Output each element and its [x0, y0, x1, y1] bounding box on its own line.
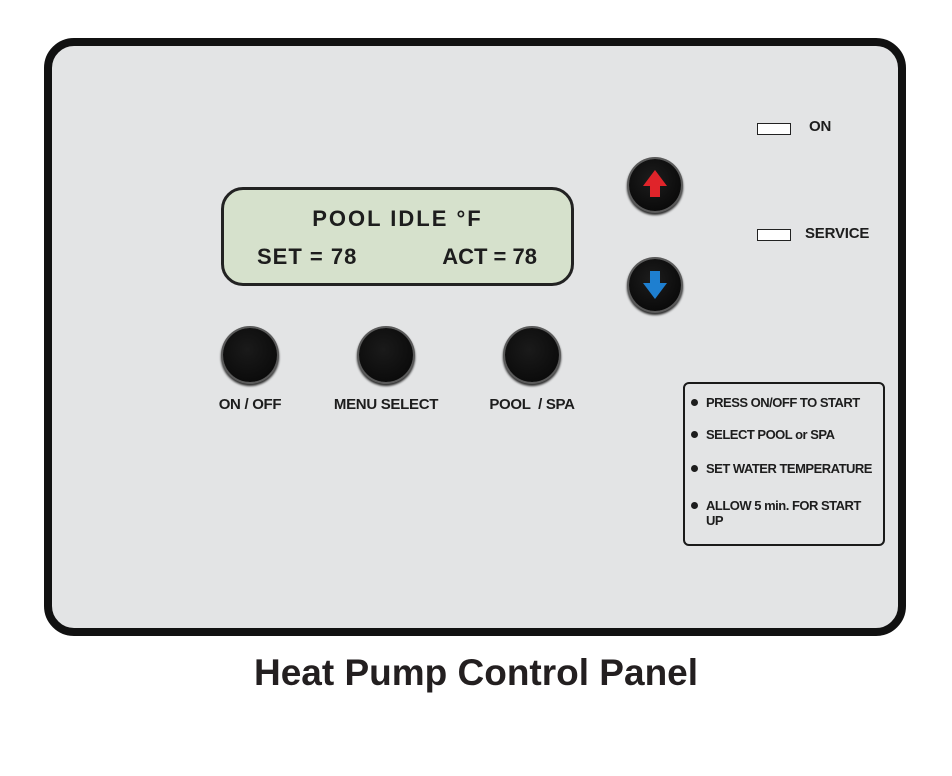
service-indicator-label: SERVICE: [805, 225, 870, 242]
on-off-button[interactable]: [223, 328, 277, 382]
instruction-text: SELECT POOL or SPA: [706, 427, 835, 442]
instruction-item: PRESS ON/OFF TO START: [691, 395, 879, 410]
temperature-down-button[interactable]: [629, 259, 681, 311]
on-indicator-light: [757, 123, 791, 135]
menu-select-button[interactable]: [359, 328, 413, 382]
instruction-text: SET WATER TEMPERATURE: [706, 461, 872, 476]
bullet-icon: [691, 502, 698, 509]
instruction-text: PRESS ON/OFF TO START: [706, 395, 860, 410]
on-indicator-label: ON: [809, 118, 832, 135]
control-panel: POOL IDLE °F SET = 78 ACT = 78 ON / OFF …: [44, 38, 906, 636]
temperature-up-button[interactable]: [629, 159, 681, 211]
pool-spa-button[interactable]: [505, 328, 559, 382]
bullet-icon: [691, 399, 698, 406]
display-status-line: POOL IDLE °F: [312, 206, 483, 231]
up-arrow-icon: [643, 170, 667, 197]
on-off-label: ON / OFF: [218, 396, 282, 413]
panel-caption: Heat Pump Control Panel: [253, 652, 699, 693]
bullet-icon: [691, 465, 698, 472]
down-arrow-icon: [643, 271, 667, 299]
lcd-display: POOL IDLE °F SET = 78 ACT = 78: [221, 187, 574, 286]
instructions-box: PRESS ON/OFF TO START SELECT POOL or SPA…: [683, 382, 885, 546]
display-set-temperature: SET = 78: [257, 244, 358, 269]
instruction-text: ALLOW 5 min. FOR START UP: [706, 498, 861, 528]
bullet-icon: [691, 431, 698, 438]
pool-spa-label: POOL / SPA: [489, 396, 575, 413]
instruction-item: ALLOW 5 min. FOR START UP: [691, 498, 879, 528]
display-actual-temperature: ACT = 78: [442, 244, 537, 269]
service-indicator-light: [757, 229, 791, 241]
instruction-item: SELECT POOL or SPA: [691, 427, 879, 442]
instruction-item: SET WATER TEMPERATURE: [691, 461, 879, 476]
menu-select-label: MENU SELECT: [333, 396, 439, 413]
